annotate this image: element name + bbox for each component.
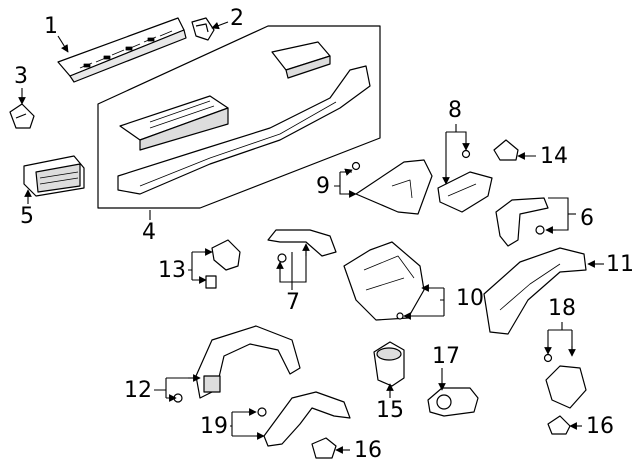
callout-7: 7 <box>286 290 300 315</box>
part-19-duct <box>257 391 351 447</box>
callout-18: 18 <box>548 296 576 321</box>
leader-12 <box>154 377 196 399</box>
leader-6-bracket <box>548 197 569 231</box>
callout-12: 12 <box>124 378 152 403</box>
part-14-clip <box>493 139 519 161</box>
part-17-actuator <box>427 387 479 417</box>
part-8-bracket <box>437 149 493 213</box>
part-15-boot <box>373 341 405 387</box>
callout-16a: 16 <box>354 438 382 463</box>
callout-1: 1 <box>44 14 58 39</box>
leader-7 <box>279 250 307 290</box>
leader-18 <box>547 322 573 354</box>
callout-9: 9 <box>316 174 330 199</box>
part-3-bracket <box>9 103 35 129</box>
part-2-clip <box>191 17 215 41</box>
callout-3: 3 <box>14 64 28 89</box>
callout-14: 14 <box>540 144 568 169</box>
callout-17: 17 <box>432 344 460 369</box>
callout-19: 19 <box>200 414 228 439</box>
callout-15: 15 <box>376 398 404 423</box>
leader-9 <box>334 171 354 195</box>
leader-1 <box>57 35 69 53</box>
part-1-defroster-grille <box>57 17 187 83</box>
callout-8: 8 <box>448 98 462 123</box>
callout-16b: 16 <box>586 414 614 439</box>
leader-2 <box>211 21 229 30</box>
callout-10: 10 <box>456 286 484 311</box>
callout-2: 2 <box>230 6 244 31</box>
part-10-module <box>343 241 425 321</box>
leader-19 <box>230 411 262 437</box>
part-9-duct <box>351 159 433 215</box>
part-12-duct <box>173 325 301 403</box>
part-18-bracket <box>543 353 587 409</box>
part-11-duct <box>483 247 587 335</box>
callout-11: 11 <box>606 252 634 277</box>
part-6-duct <box>495 197 549 247</box>
leader-10 <box>404 287 445 317</box>
part-5-side-vent <box>23 155 85 197</box>
leader-9-arrow-a <box>344 168 353 176</box>
callout-13: 13 <box>158 258 186 283</box>
leader-13 <box>188 251 210 281</box>
part-16-clip-b <box>547 415 571 435</box>
callout-4: 4 <box>142 220 156 245</box>
part-13-bracket <box>205 239 241 289</box>
part-4-duct-assembly-box <box>97 25 381 209</box>
callout-6: 6 <box>580 206 594 231</box>
callout-5: 5 <box>20 204 34 229</box>
part-7-duct <box>267 229 337 263</box>
part-16-clip-a <box>311 437 337 459</box>
